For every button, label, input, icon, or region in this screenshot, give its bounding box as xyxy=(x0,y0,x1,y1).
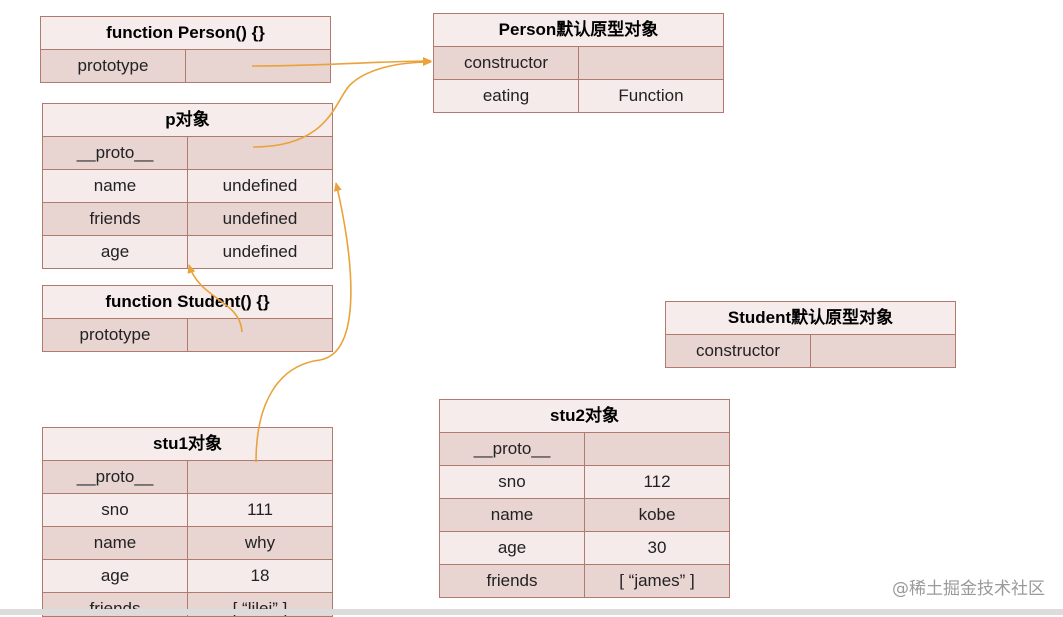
table-row: constructor xyxy=(434,47,723,80)
table-row: friends undefined xyxy=(43,203,332,236)
row-value: undefined xyxy=(222,242,298,261)
table-row: constructor xyxy=(666,335,955,367)
row-value: 30 xyxy=(647,538,667,557)
bottom-scrollbar-strip xyxy=(0,609,1063,615)
table-row: age 18 xyxy=(43,560,332,593)
person-function-box: function Person() {} prototype xyxy=(40,16,331,83)
row-key: friends xyxy=(440,565,585,597)
row-key: sno xyxy=(43,494,188,526)
row-value xyxy=(188,137,332,169)
box-title: Student默认原型对象 xyxy=(666,302,955,335)
row-key: age xyxy=(43,236,188,268)
table-row: __proto__ xyxy=(43,461,332,494)
row-key: __proto__ xyxy=(43,461,188,493)
row-value: 112 xyxy=(643,472,671,491)
row-value: [ “james” ] xyxy=(619,571,695,590)
table-row: name undefined xyxy=(43,170,332,203)
row-key: age xyxy=(43,560,188,592)
box-title: function Person() {} xyxy=(41,17,330,50)
row-value: why xyxy=(244,533,276,552)
row-value: 111 xyxy=(247,500,273,519)
row-key: name xyxy=(43,170,188,202)
table-row: age 30 xyxy=(440,532,729,565)
table-row: prototype xyxy=(41,50,330,82)
row-key: name xyxy=(440,499,585,531)
p-object-box: p对象 __proto__ name undefined friends und… xyxy=(42,103,333,269)
box-title: Person默认原型对象 xyxy=(434,14,723,47)
row-value xyxy=(186,50,330,82)
table-row: name kobe xyxy=(440,499,729,532)
row-key: __proto__ xyxy=(440,433,585,465)
table-row: friends [ “james” ] xyxy=(440,565,729,597)
student-prototype-box: Student默认原型对象 constructor xyxy=(665,301,956,368)
table-row: age undefined xyxy=(43,236,332,268)
row-key: constructor xyxy=(434,47,579,79)
table-row: eating Function xyxy=(434,80,723,112)
stu2-object-box: stu2对象 __proto__ sno 112 name kobe age 3… xyxy=(439,399,730,598)
table-row: prototype xyxy=(43,319,332,351)
row-value xyxy=(811,335,955,367)
student-function-box: function Student() {} prototype xyxy=(42,285,333,352)
row-value: Function xyxy=(618,86,684,105)
row-key: eating xyxy=(434,80,579,112)
watermark: @稀土掘金技术社区 xyxy=(892,579,1045,599)
box-title: stu2对象 xyxy=(440,400,729,433)
row-key: friends xyxy=(43,203,188,235)
person-prototype-box: Person默认原型对象 constructor eating Function xyxy=(433,13,724,113)
table-row: sno 112 xyxy=(440,466,729,499)
row-value: kobe xyxy=(638,505,676,524)
row-key: name xyxy=(43,527,188,559)
row-key: prototype xyxy=(43,319,188,351)
row-key: sno xyxy=(440,466,585,498)
table-row: sno 111 xyxy=(43,494,332,527)
row-value: undefined xyxy=(222,176,298,195)
table-row: __proto__ xyxy=(440,433,729,466)
row-value xyxy=(188,461,332,493)
table-row: name why xyxy=(43,527,332,560)
row-value xyxy=(585,433,729,465)
row-key: __proto__ xyxy=(43,137,188,169)
row-key: age xyxy=(440,532,585,564)
box-title: stu1对象 xyxy=(43,428,332,461)
row-key: constructor xyxy=(666,335,811,367)
table-row: __proto__ xyxy=(43,137,332,170)
row-key: prototype xyxy=(41,50,186,82)
row-value xyxy=(188,319,332,351)
box-title: function Student() {} xyxy=(43,286,332,319)
stu1-object-box: stu1对象 __proto__ sno 111 name why age 18… xyxy=(42,427,333,617)
row-value xyxy=(579,47,723,79)
row-value: undefined xyxy=(222,209,298,228)
box-title: p对象 xyxy=(43,104,332,137)
row-value: 18 xyxy=(250,566,270,585)
